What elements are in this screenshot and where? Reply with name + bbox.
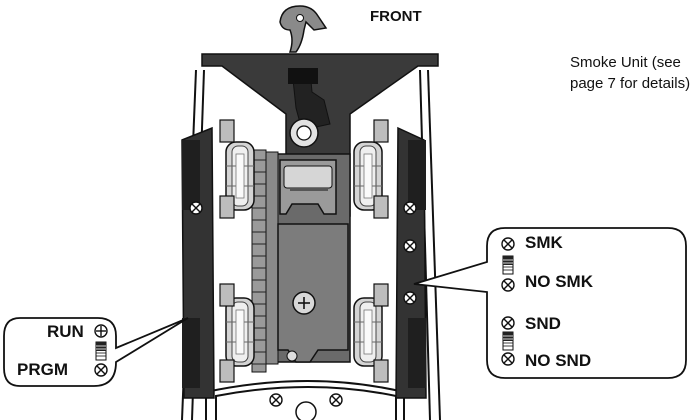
frame-screws [189,201,417,420]
smk-label: SMK [525,233,563,252]
side-frame-right [395,126,427,399]
no-snd-label: NO SND [525,351,592,370]
smoke-toggle-switch[interactable] [502,255,514,275]
side-frame-left [181,126,215,399]
smk-screw-icon [501,237,515,251]
wheel-rear-left [225,297,255,367]
no-snd-screw-icon [501,352,515,366]
lower-gear-block [277,223,349,363]
sound-toggle-switch[interactable] [502,331,514,351]
run-prgm-toggle-switch[interactable] [95,341,107,361]
post-cap [288,68,318,84]
snd-screw-icon [501,316,515,330]
prgm-label: PRGM [17,360,68,379]
smoke-unit-label: Smoke Unit (see page 7 for details) [570,54,691,92]
snd-label: SND [525,314,561,333]
run-phillips-icon [94,324,108,338]
prgm-screw-icon [94,363,108,377]
run-label: RUN [47,322,84,341]
wheel-rear-right [353,297,383,367]
no-smk-label: NO SMK [525,272,593,291]
front-label: FRONT [370,8,422,25]
no-smk-screw-icon [501,278,515,292]
coupler-hook [279,5,328,53]
right-switch-callout [413,227,687,379]
